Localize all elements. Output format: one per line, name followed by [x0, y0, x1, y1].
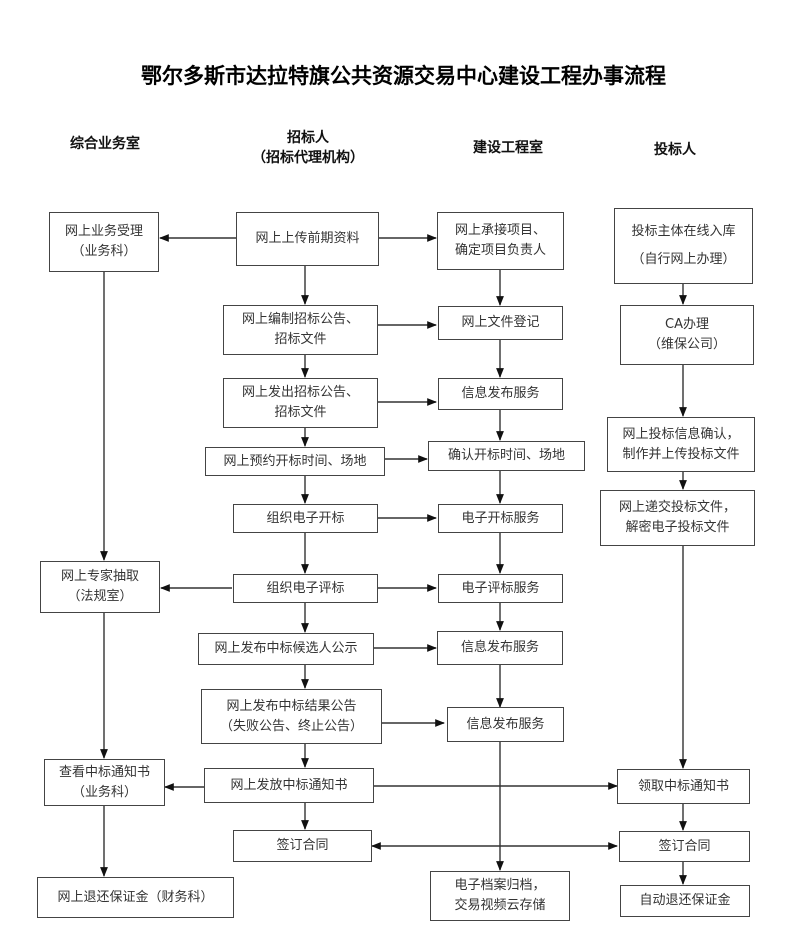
lane-label: 招标人 — [287, 130, 329, 146]
node-receive-award-notice: 领取中标通知书 — [617, 769, 750, 804]
lane-tenderer: 招标人 （招标代理机构） — [228, 128, 388, 168]
node-bid-confirm: 网上投标信息确认， 制作并上传投标文件 — [607, 417, 755, 472]
node-bidder-register: 投标主体在线入库 （自行网上办理） — [614, 208, 753, 284]
node-expert-draw: 网上专家抽取 （法规室） — [40, 561, 160, 613]
lane-general-office: 综合业务室 — [45, 134, 165, 154]
node-sign-contract-tenderer: 签订合同 — [233, 830, 372, 862]
node-opening-service: 电子开标服务 — [438, 504, 563, 533]
node-online-acceptance: 网上业务受理 （业务科） — [49, 212, 159, 272]
node-evaluation-service: 电子评标服务 — [438, 574, 563, 603]
node-info-service-1: 信息发布服务 — [438, 378, 563, 410]
lane-construction-office: 建设工程室 — [448, 138, 568, 158]
node-confirm-opening: 确认开标时间、场地 — [428, 441, 585, 471]
lane-label: 建设工程室 — [473, 140, 543, 156]
node-ca-handling: CA办理 （维保公司） — [620, 305, 754, 365]
lane-bidder: 投标人 — [630, 140, 720, 160]
node-sign-contract-bidder: 签订合同 — [619, 831, 750, 862]
node-info-service-2: 信息发布服务 — [437, 631, 563, 665]
node-auto-refund-deposit: 自动退还保证金 — [620, 885, 750, 917]
node-info-service-3: 信息发布服务 — [447, 707, 564, 742]
node-file-registration: 网上文件登记 — [438, 306, 563, 340]
node-archive: 电子档案归档， 交易视频云存储 — [430, 871, 570, 921]
node-view-award-notice: 查看中标通知书 （业务科） — [44, 759, 165, 806]
lane-label: 综合业务室 — [70, 136, 140, 152]
lane-label: 投标人 — [654, 142, 696, 158]
node-compile-notice: 网上编制招标公告、 招标文件 — [223, 305, 378, 355]
node-refund-deposit-finance: 网上退还保证金（财务科） — [37, 877, 234, 918]
node-organize-evaluation: 组织电子评标 — [233, 574, 378, 603]
node-submit-bid: 网上递交投标文件， 解密电子投标文件 — [600, 490, 755, 546]
node-accept-project: 网上承接项目、 确定项目负责人 — [437, 212, 564, 270]
node-publish-candidates: 网上发布中标候选人公示 — [198, 633, 374, 665]
node-organize-opening: 组织电子开标 — [233, 504, 378, 533]
node-issue-award-notice: 网上发放中标通知书 — [204, 768, 374, 803]
node-publish-notice: 网上发出招标公告、 招标文件 — [223, 378, 378, 428]
lane-sublabel: （招标代理机构） — [252, 150, 364, 166]
node-reserve-opening: 网上预约开标时间、场地 — [205, 447, 385, 476]
node-upload-preliminary: 网上上传前期资料 — [236, 212, 379, 266]
page-title: 鄂尔多斯市达拉特旗公共资源交易中心建设工程办事流程 — [141, 64, 666, 88]
node-publish-result: 网上发布中标结果公告 （失败公告、终止公告） — [201, 689, 382, 744]
